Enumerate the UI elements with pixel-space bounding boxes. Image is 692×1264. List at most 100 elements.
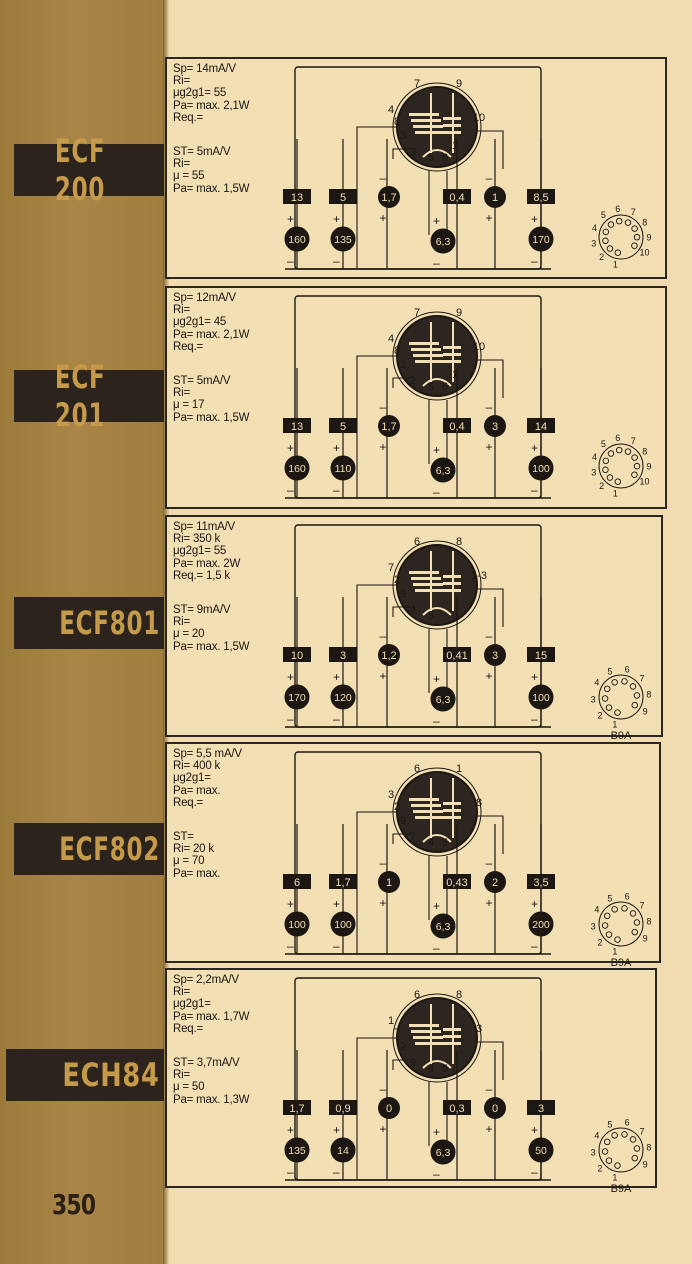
upper-value: 1,7 bbox=[335, 877, 350, 889]
spec-line: μ = 50 bbox=[173, 1081, 205, 1094]
pin-label: 8 bbox=[456, 536, 462, 548]
base-pin-number: 3 bbox=[591, 922, 596, 932]
upper-value: 6 bbox=[294, 877, 300, 889]
upper-value: 0 bbox=[386, 1103, 392, 1115]
tube-name-stripe-ecf801: ECF801 bbox=[14, 597, 164, 649]
svg-text:–: – bbox=[333, 1165, 340, 1179]
spec-line: Pa= max. 2W bbox=[173, 557, 241, 570]
pin-label: 9 bbox=[410, 1057, 416, 1069]
pin-label: 8 bbox=[456, 989, 462, 1001]
spec-line: μg2g1= 55 bbox=[173, 87, 227, 100]
pin-label: 9 bbox=[456, 307, 462, 319]
pin-label: 7 bbox=[414, 307, 420, 319]
voltage-circle bbox=[430, 457, 456, 483]
spec-line: Sp= 14mA/V bbox=[173, 63, 236, 75]
voltage-circle bbox=[430, 1139, 456, 1165]
base-pin-number: 2 bbox=[597, 938, 602, 948]
lower-value: 14 bbox=[337, 1145, 349, 1157]
upper-value: 1,2 bbox=[381, 650, 396, 662]
value-box bbox=[527, 647, 555, 662]
upper-value: 1,7 bbox=[381, 192, 396, 204]
svg-text:+: + bbox=[287, 670, 294, 684]
base-pin-number: 5 bbox=[601, 210, 606, 220]
base-pin-number: 10 bbox=[639, 476, 649, 486]
pin-label: 4 bbox=[428, 837, 434, 849]
svg-text:–: – bbox=[486, 856, 493, 870]
base-pin-number: 8 bbox=[646, 916, 651, 926]
upper-value: 1 bbox=[492, 192, 498, 204]
svg-text:+: + bbox=[485, 1122, 492, 1136]
spec-line: μ = 55 bbox=[173, 170, 205, 183]
base-pin-number: 5 bbox=[607, 893, 612, 903]
spec-line: Pa= max. bbox=[173, 784, 221, 797]
svg-text:–: – bbox=[380, 1082, 387, 1096]
value-circle bbox=[484, 1097, 506, 1119]
upper-value: 1 bbox=[386, 877, 392, 889]
value-box bbox=[443, 418, 471, 433]
lower-value: 50 bbox=[535, 1145, 547, 1157]
base-pin-number: 2 bbox=[599, 481, 604, 491]
svg-text:+: + bbox=[531, 1123, 538, 1137]
svg-text:–: – bbox=[380, 400, 387, 414]
base-pin-number: 7 bbox=[639, 1126, 644, 1136]
spec-line: μg2g1= 55 bbox=[173, 545, 227, 558]
svg-text:+: + bbox=[379, 1122, 386, 1136]
value-box bbox=[443, 1100, 471, 1115]
svg-text:–: – bbox=[531, 712, 538, 726]
base-pin-number: 1 bbox=[612, 719, 617, 729]
spec-line: Ri= bbox=[173, 158, 190, 171]
pin-label: 10 bbox=[473, 112, 485, 124]
value-box bbox=[443, 647, 471, 662]
svg-text:–: – bbox=[433, 485, 440, 499]
voltage-circle bbox=[528, 911, 554, 937]
value-circle bbox=[378, 871, 400, 893]
pin-label: 5 bbox=[442, 1063, 448, 1075]
spec-line: Ri= 350 k bbox=[173, 533, 221, 546]
voltage-circle bbox=[528, 455, 554, 481]
svg-text:–: – bbox=[380, 171, 387, 185]
voltage-circle bbox=[430, 228, 456, 254]
svg-text:–: – bbox=[287, 254, 294, 268]
tube-name-stripe-ecf201: ECF 201 bbox=[14, 358, 164, 434]
tube-name: ECF 201 bbox=[54, 358, 106, 434]
base-pin-number: 5 bbox=[601, 439, 606, 449]
base-pin-number: 1 bbox=[613, 488, 618, 498]
base-pin-number: 6 bbox=[615, 433, 620, 443]
value-box bbox=[329, 647, 357, 662]
pin-label: 2 bbox=[394, 574, 400, 586]
svg-text:+: + bbox=[531, 212, 538, 226]
svg-text:–: – bbox=[333, 939, 340, 953]
upper-value: 3,5 bbox=[533, 877, 548, 889]
svg-text:+: + bbox=[485, 211, 492, 225]
upper-value: 0,4 bbox=[449, 421, 464, 433]
spec-line: Pa= max. 1,5W bbox=[173, 182, 250, 195]
upper-value: 0,43 bbox=[446, 877, 467, 889]
pin-label: 5 bbox=[442, 837, 448, 849]
base-pin-number: 4 bbox=[592, 223, 597, 233]
pin-label: 1-3 bbox=[471, 570, 487, 582]
pin-label: 9 bbox=[400, 588, 406, 600]
spec-line: Req.= bbox=[173, 340, 204, 353]
value-box bbox=[283, 189, 311, 204]
pin-label: 7 bbox=[410, 831, 416, 843]
lower-value: 6,3 bbox=[436, 236, 451, 248]
svg-text:+: + bbox=[379, 211, 386, 225]
spec-line: ST= bbox=[173, 831, 194, 844]
base-pin-number: 2 bbox=[597, 1164, 602, 1174]
base-pin-number: 1 bbox=[612, 1172, 617, 1182]
upper-value: 0,4 bbox=[449, 192, 464, 204]
spec-line: Ri= 20 k bbox=[173, 843, 214, 856]
upper-value: 1,7 bbox=[289, 1103, 304, 1115]
base-pin-number: 10 bbox=[639, 247, 649, 257]
pin-label: 6 bbox=[442, 381, 448, 393]
lower-value: 6,3 bbox=[436, 465, 451, 477]
spec-line: Ri= bbox=[173, 616, 190, 629]
pin-label: 6 bbox=[414, 763, 420, 775]
upper-value: 0,3 bbox=[449, 1103, 464, 1115]
